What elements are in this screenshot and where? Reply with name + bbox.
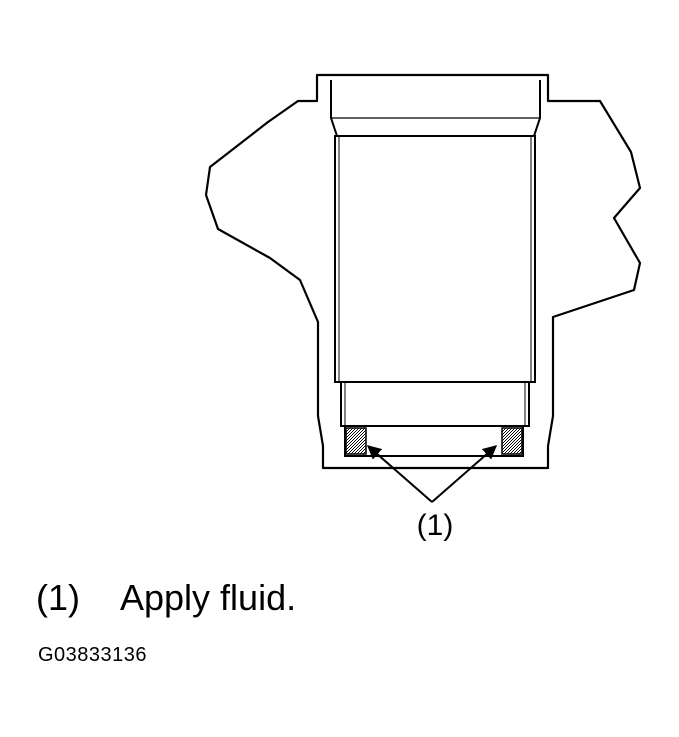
- seal-cross-section-diagram: [204, 73, 642, 503]
- seal-groove: [344, 425, 524, 457]
- bore-top-lip: [330, 80, 541, 137]
- housing-outline: [204, 73, 642, 470]
- bore-step: [340, 381, 530, 427]
- callout-label: (1): [416, 509, 454, 542]
- fluid-area-left: [345, 427, 367, 455]
- bore-body: [334, 135, 536, 383]
- callout-arrow-right: [431, 445, 498, 503]
- legend-item-text: Apply fluid.: [120, 577, 297, 618]
- legend-item: (1) Apply fluid.: [36, 574, 296, 622]
- legend-item-number: (1): [36, 577, 80, 618]
- callout-arrow-left: [366, 445, 433, 503]
- figure-id: G03833136: [38, 644, 148, 666]
- fluid-area-right: [501, 427, 523, 455]
